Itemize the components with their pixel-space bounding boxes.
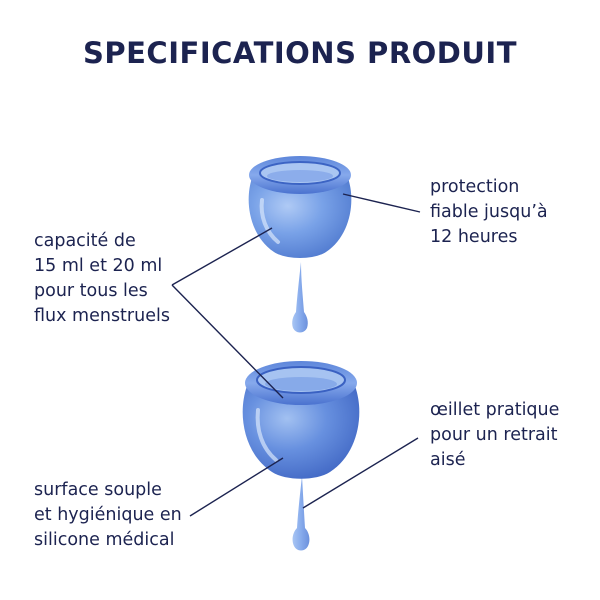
capacity-line: capacité de (34, 231, 136, 251)
surface-line: silicone médical (34, 530, 175, 550)
small-cup-stem (292, 262, 308, 333)
protection-line: 12 heures (430, 227, 518, 247)
leader-lines (171, 193, 421, 517)
capacity-label: capacité de 15 ml et 20 ml pour tous les… (34, 229, 170, 329)
protection-line: fiable jusqu’à (430, 202, 548, 222)
eyelet-line: aisé (430, 450, 466, 470)
surface-line: et hygiénique en (34, 505, 182, 525)
large-cup-inner-shadow (265, 377, 337, 391)
protection-line: protection (430, 177, 520, 197)
capacity-line: pour tous les (34, 281, 148, 301)
small-cup-inner-shadow (267, 170, 333, 182)
surface-line: surface souple (34, 480, 162, 500)
leader-line-protection (342, 193, 421, 213)
surface-label: surface souple et hygiénique en silicone… (34, 478, 182, 553)
eyelet-line: pour un retrait (430, 425, 558, 445)
large-cup (242, 361, 360, 551)
capacity-line: flux menstruels (34, 306, 170, 326)
eyelet-label: œillet pratique pour un retrait aisé (430, 398, 559, 473)
large-cup-highlight (255, 408, 278, 462)
capacity-line: 15 ml et 20 ml (34, 256, 163, 276)
leader-line-capacity-lower (171, 284, 284, 399)
leader-line-capacity-upper (171, 227, 273, 286)
leader-line-surface (189, 457, 284, 517)
leader-line-eyelet (302, 437, 419, 509)
large-cup-stem (292, 476, 310, 551)
page-title: SPECIFICATIONS PRODUIT (82, 36, 517, 70)
eyelet-line: œillet pratique (430, 400, 560, 420)
small-cup-highlight (259, 198, 280, 244)
small-cup (248, 156, 352, 333)
protection-label: protection fiable jusqu’à 12 heures (430, 175, 548, 250)
